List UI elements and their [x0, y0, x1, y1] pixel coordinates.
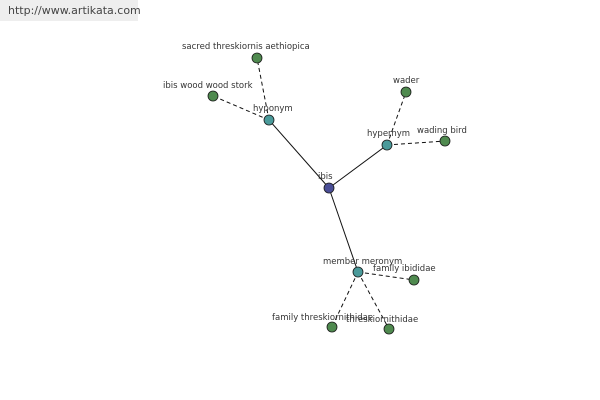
edge-hyponym-sacred [256, 57, 270, 121]
node-thresk[interactable] [383, 323, 395, 335]
graph-nodes [207, 52, 451, 335]
node-woodstork[interactable] [207, 90, 219, 102]
node-label-wadingbird: wading bird [417, 126, 467, 136]
node-wadingbird[interactable] [439, 135, 451, 147]
node-label-ibididae: family ibididae [373, 264, 436, 274]
node-hypernym[interactable] [381, 139, 393, 151]
node-label-hypernym: hypernym [367, 129, 410, 139]
edge-member_meronym-fam_thresk [331, 271, 359, 328]
node-label-member_meronym: member meronym [323, 257, 402, 267]
edge-member_meronym-ibididae [357, 271, 415, 281]
node-label-hyponym: hyponym [253, 104, 293, 114]
node-sacred[interactable] [251, 52, 263, 64]
node-label-sacred: sacred threskiornis aethiopica [182, 42, 310, 52]
edge-ibis-member_meronym [328, 187, 359, 273]
node-ibididae[interactable] [408, 274, 420, 286]
edge-hypernym-wadingbird [386, 140, 446, 146]
site-url[interactable]: http://www.artikata.com [8, 4, 141, 17]
edge-hypernym-wader [386, 91, 407, 146]
node-label-ibis: ibis [318, 172, 333, 182]
edge-hyponym-woodstork [212, 95, 270, 121]
node-wader[interactable] [400, 86, 412, 98]
node-label-woodstork: ibis wood wood stork [163, 81, 253, 91]
node-hyponym[interactable] [263, 114, 275, 126]
node-label-fam_thresk: family threskiornithidae [272, 313, 373, 323]
node-fam_thresk[interactable] [326, 321, 338, 333]
node-label-wader: wader [393, 76, 420, 86]
edge-member_meronym-thresk [357, 271, 390, 330]
graph-labels: ibis hyponym hypernym member meronym sacred … [163, 42, 467, 325]
graph-edges [212, 57, 446, 330]
node-ibis[interactable] [323, 182, 335, 194]
edge-ibis-hypernym [328, 144, 388, 189]
edge-ibis-hyponym [268, 119, 330, 189]
node-member_meronym[interactable] [352, 266, 364, 278]
node-label-thresk: threskiornithidae [346, 315, 418, 325]
url-banner: http://www.artikata.com [0, 0, 141, 21]
